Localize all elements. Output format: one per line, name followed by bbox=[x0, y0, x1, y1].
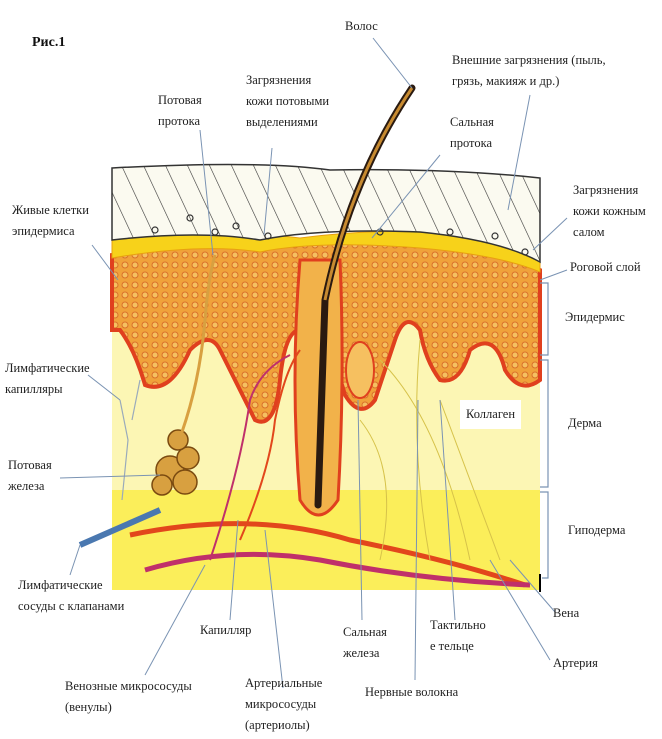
sebum-droplets bbox=[151, 214, 529, 256]
nerve-fibers bbox=[359, 339, 501, 561]
layer-brackets bbox=[540, 282, 549, 579]
sweat-gland-shape bbox=[151, 429, 200, 496]
label-venules: Венозные микрососуды(венулы) bbox=[65, 679, 192, 714]
label-epidermis: Эпидермис bbox=[565, 310, 625, 324]
figure-label: Рис.1 bbox=[32, 35, 66, 50]
label-artery: Артерия bbox=[553, 656, 598, 670]
lymph-vessel bbox=[78, 507, 162, 548]
artery-vessel bbox=[129, 521, 526, 588]
label-stratum-corneum: Роговой слой bbox=[570, 260, 641, 274]
sebaceous-gland-shape bbox=[345, 341, 375, 399]
leader-lines bbox=[59, 37, 568, 689]
stratum-corneum-layer bbox=[111, 231, 541, 273]
label-vein: Вена bbox=[553, 606, 580, 620]
label-dermis: Дерма bbox=[568, 416, 602, 430]
dirt-layer bbox=[111, 163, 541, 264]
label-nerve-fibers: Нервные волокна bbox=[365, 685, 459, 699]
label-external-dirt: Внешние загрязнения (пыль,грязь, макияж … bbox=[452, 53, 606, 88]
vein-vessel bbox=[144, 551, 531, 588]
label-collagen: Коллаген bbox=[460, 400, 522, 429]
label-capillary: Капилляр bbox=[200, 623, 252, 637]
lymph-capillaries bbox=[119, 379, 141, 501]
label-hair: Волос bbox=[345, 19, 378, 33]
label-hypodermis: Гиподерма bbox=[568, 523, 626, 537]
